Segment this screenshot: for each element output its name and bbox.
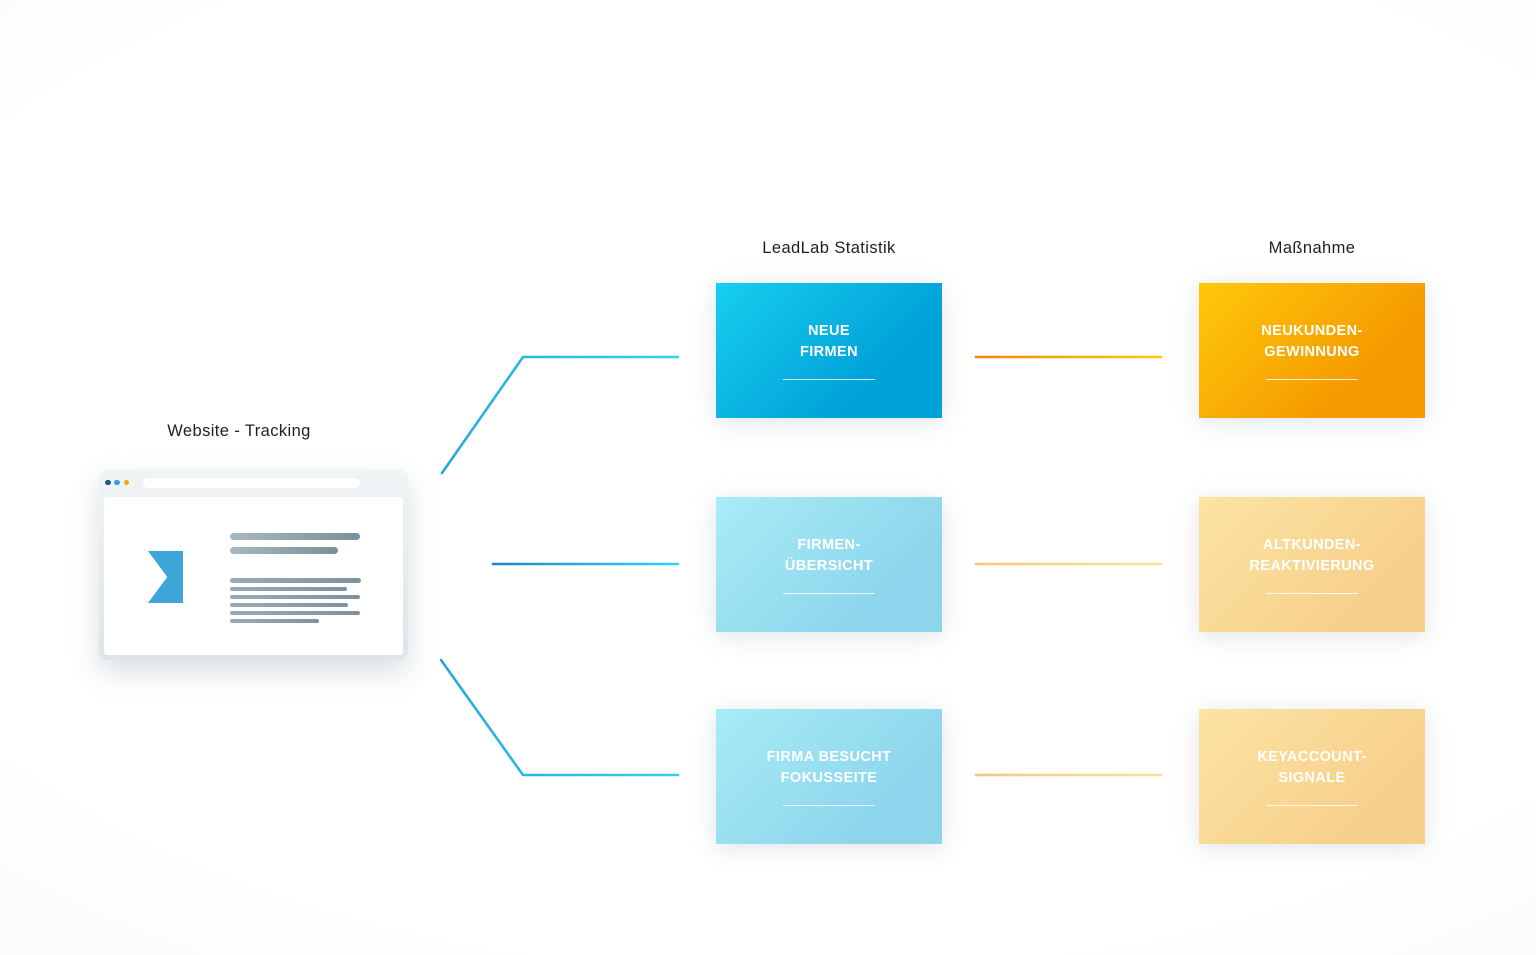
box-label-line: FIRMA BESUCHT: [766, 748, 892, 765]
box-label-line: NEUKUNDEN-: [1261, 322, 1363, 339]
window-dot-icon: [114, 479, 120, 485]
box-label-line: FIRMEN-: [797, 536, 861, 553]
box-keyaccount-signale: KEYACCOUNT- SIGNALE: [1199, 709, 1425, 844]
connector-website-to-neue-firmen: [440, 355, 680, 475]
window-dot-icon: [105, 479, 111, 485]
box-label-line: FIRMEN: [800, 343, 858, 360]
skeleton-text-line: [230, 594, 360, 599]
box-underline: [783, 379, 875, 381]
box-underline: [1266, 805, 1358, 807]
box-underline: [783, 805, 875, 807]
box-altkunden-reaktivierung: ALTKUNDEN- REAKTIVIERUNG: [1199, 497, 1425, 632]
box-label-line: FOKUSSEITE: [780, 769, 878, 786]
box-firma-besucht-fokusseite: FIRMA BESUCHT FOKUSSEITE: [716, 709, 942, 844]
column-header-massnahme: Maßnahme: [1268, 239, 1356, 257]
box-underline: [783, 593, 875, 595]
skeleton-text-line: [230, 602, 348, 607]
browser-viewport: [104, 497, 403, 655]
url-bar: [143, 477, 360, 488]
website-tracking-label: Website - Tracking: [167, 422, 311, 440]
skeleton-text-line: [230, 610, 360, 615]
box-underline: [1266, 379, 1358, 381]
skeleton-heading-line: [230, 547, 338, 554]
window-dot-icon: [123, 479, 129, 485]
box-label-line: REAKTIVIERUNG: [1249, 557, 1375, 574]
box-underline: [1266, 593, 1358, 595]
skeleton-heading-line: [230, 533, 360, 540]
leadlab-logo-icon: [148, 551, 183, 603]
box-label-line: NEUE: [808, 322, 850, 339]
box-label-line: ALTKUNDEN-: [1263, 536, 1361, 553]
box-label-line: GEWINNUNG: [1264, 343, 1360, 360]
skeleton-text-line: [230, 618, 319, 623]
box-label-line: ÜBERSICHT: [784, 557, 874, 574]
box-firmen-uebersicht: FIRMEN- ÜBERSICHT: [716, 497, 942, 632]
box-label-line: SIGNALE: [1278, 769, 1346, 786]
connector-website-to-fokusseite: [439, 658, 680, 777]
browser-window-mockup: [99, 470, 408, 660]
skeleton-text-line: [230, 578, 361, 583]
column-header-leadlab-statistik: LeadLab Statistik: [762, 239, 896, 257]
box-neukunden-gewinnung: NEUKUNDEN- GEWINNUNG: [1199, 283, 1425, 418]
box-label-line: KEYACCOUNT-: [1257, 748, 1367, 765]
box-neue-firmen: NEUE FIRMEN: [716, 283, 942, 418]
skeleton-text-line: [230, 586, 347, 591]
